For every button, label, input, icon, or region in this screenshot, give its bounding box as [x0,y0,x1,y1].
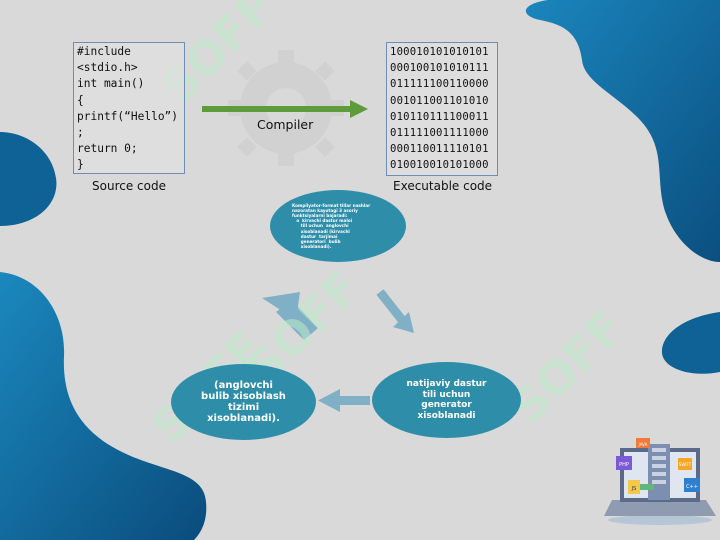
executable-code-caption: Executable code [393,179,493,193]
cycle-right-line: xisoblanadi [417,410,476,421]
cycle-top-line: dastur tarjimai [292,233,338,239]
cycle-node-top-text: Kompilyator-format tillar nashlar nazora… [284,203,392,250]
cycle-right-line: natijaviy dastur [406,379,487,389]
cycle-arrow-up-right-icon [262,292,318,340]
cycle-node-left-text: (anglovchi bulib xisoblash tizimi xisobl… [189,380,299,424]
svg-text:JAVA: JAVA [638,442,648,447]
compiler-label: Compiler [257,117,314,132]
source-code-line: return 0; [77,142,138,156]
cycle-left-line: tizimi [227,402,260,413]
source-code-line: { [77,93,84,107]
cycle-right-line: generator [421,400,472,410]
cycle-top-line: Kompilyator-format tillar nashlar [292,202,371,208]
binary-line: 100010101010101 [390,46,489,58]
binary-line: 000110011110101 [390,143,489,156]
binary-line: 011111001111000 [390,127,489,140]
source-code-box: #include <stdio.h> int main() { printf(“… [73,42,185,174]
cycle-node-right: natijaviy dastur tili uchun generator xi… [372,362,521,438]
executable-code-box: 100010101010101 000100101010111 01111110… [386,42,498,176]
source-code-caption: Source code [92,179,166,193]
cycle-top-line: o kirvachi dastur maloi [292,218,353,224]
cycle-arrow-down-right-icon [376,289,414,333]
source-code-line: } [77,158,84,172]
source-code-line: <stdio.h> [77,61,138,75]
compiler-arrow-icon [202,100,368,118]
binary-line: 000100101010111 [390,62,489,75]
computer-illustration-icon: JAVA PHP SWIFT C++ JS [604,438,716,525]
cycle-node-top: Kompilyator-format tillar nashlar nazora… [270,190,406,262]
source-code-line: int main() [77,77,145,91]
cycle-top-line: xisoblanadi (kirvachi [292,228,350,234]
blob-bottom-left [0,272,207,540]
binary-line: 010110111100011 [390,110,489,123]
cycle-right-line: tili uchun [422,389,471,400]
svg-text:JS: JS [631,486,637,492]
binary-line: 001011001101010 [390,94,489,107]
cycle-left-line: bulib xisoblash [201,391,286,402]
cycle-arrow-left-icon [318,389,370,412]
source-code-line: #include [77,45,131,58]
cycle-node-right-text: natijaviy dastur tili uchun generator xi… [402,379,492,421]
cycle-left-line: (anglovchi [214,380,273,391]
cycle-top-line: nazoratan kayotagi 3 asoriy [292,207,358,213]
cycle-left-line: xisoblanadi). [207,413,280,424]
cycle-node-left: (anglovchi bulib xisoblash tizimi xisobl… [171,364,316,440]
blob-left-middle [0,132,57,226]
source-code-line: printf(“Hello”) [77,109,179,123]
binary-line: 010010010101000 [390,159,489,172]
svg-text:PHP: PHP [619,462,629,468]
cycle-top-line: xisoblanadi). [292,244,332,250]
binary-line: 011111100110000 [390,78,489,91]
svg-text:SWIFT: SWIFT [679,462,692,467]
cycle-top-line: generatori bulib [292,239,341,244]
svg-text:C++: C++ [686,484,698,490]
blob-right-middle [661,312,720,374]
cycle-top-line: funktsiyalarni bajaradi: [292,212,348,218]
source-code-line: ; [77,126,84,140]
cycle-top-line: till uchun anglovchi [292,223,349,229]
blob-top-right [525,0,720,262]
